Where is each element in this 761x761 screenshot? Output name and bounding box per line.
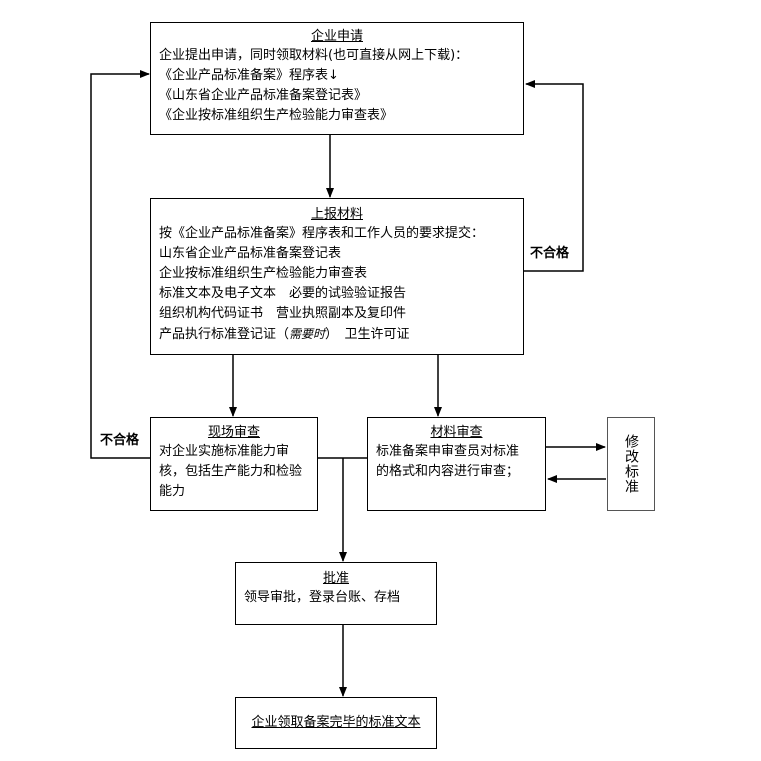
- node-apply-title: 企业申请: [310, 29, 363, 44]
- node-submit-line: 企业按标准组织生产检验能力审查表: [159, 266, 368, 281]
- node-submit-title: 上报材料: [310, 207, 363, 222]
- node-apply-line: 《山东省企业产品标准备案登记表》: [159, 88, 368, 103]
- node-material-line: 的格式和内容进行审查；: [376, 464, 520, 479]
- node-revise: 修改标准: [607, 417, 655, 511]
- node-final: 企业领取备案完毕的标准文本: [235, 697, 437, 749]
- node-approve-line: 领导审批，登录台账、存档: [244, 590, 401, 605]
- node-onsite-line: 核，包括生产能力和检验: [159, 464, 303, 479]
- node-revise-text: 修改标准: [623, 434, 639, 494]
- label-fail-right: 不合格: [530, 246, 570, 261]
- loop-fail-right: [523, 80, 584, 272]
- node-apply-line: 企业提出申请，同时领取材料(也可直接从网上下载)：: [159, 48, 469, 63]
- last-line-prefix: 产品执行标准登记证（: [159, 327, 290, 342]
- label-fail-left: 不合格: [100, 433, 140, 448]
- node-apply-line: 《企业按标准组织生产检验能力审查表》: [159, 108, 394, 123]
- loop-fail-left: [90, 70, 150, 459]
- node-approve: 批准 领导审批，登录台账、存档: [235, 562, 437, 625]
- node-apply: 企业申请 企业提出申请，同时领取材料(也可直接从网上下载)： 《企业产品标准备案…: [150, 22, 524, 135]
- node-material-line: 标准备案申审查员对标准: [376, 444, 520, 459]
- last-line-suffix: ） 卫生许可证: [325, 327, 410, 342]
- node-material: 材料审查 标准备案申审查员对标准 的格式和内容进行审查；: [367, 417, 546, 511]
- node-onsite-line: 能力: [159, 484, 186, 499]
- node-apply-line: 《企业产品标准备案》程序表↓: [159, 68, 339, 83]
- node-onsite: 现场审查 对企业实施标准能力审 核，包括生产能力和检验 能力: [150, 417, 318, 511]
- node-final-text: 企业领取备案完毕的标准文本: [251, 715, 421, 730]
- node-submit-line: 按《企业产品标准备案》程序表和工作人员的要求提交：: [159, 226, 485, 241]
- node-submit-line: 组织机构代码证书 营业执照副本及复印件: [159, 306, 407, 321]
- node-approve-title: 批准: [322, 571, 349, 586]
- node-submit: 上报材料 按《企业产品标准备案》程序表和工作人员的要求提交： 山东省企业产品标准…: [150, 198, 524, 355]
- node-material-title: 材料审查: [430, 425, 483, 440]
- node-onsite-title: 现场审查: [207, 425, 260, 440]
- last-line-italic: 需要时: [289, 327, 326, 341]
- node-submit-line: 标准文本及电子文本 必要的试验验证报告: [159, 286, 407, 301]
- node-submit-line-last: 产品执行标准登记证（需要时） 卫生许可证: [159, 324, 515, 345]
- node-submit-line: 山东省企业产品标准备案登记表: [159, 246, 342, 261]
- node-onsite-line: 对企业实施标准能力审: [159, 444, 290, 459]
